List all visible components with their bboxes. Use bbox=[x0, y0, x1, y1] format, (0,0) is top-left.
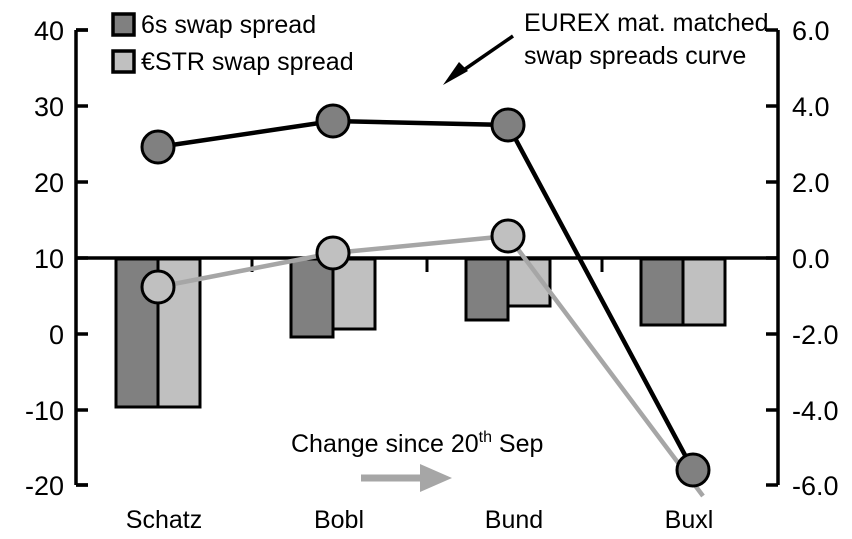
left-axis-tick-label-10: 10 bbox=[34, 244, 64, 274]
category-label-bund: Bund bbox=[485, 506, 543, 534]
bar-6s-bobl[interactable] bbox=[289, 257, 335, 339]
annotation-change-since: Change since 20th Sep bbox=[291, 429, 543, 492]
eurex-marker-bund[interactable] bbox=[490, 107, 526, 143]
series-change-since-line bbox=[140, 218, 705, 498]
left-axis-tick-label-minus20: -20 bbox=[25, 471, 64, 501]
change-since-marker-bund[interactable] bbox=[490, 218, 526, 254]
legend-swatch-6s-swap-spread bbox=[111, 12, 136, 37]
bars-group bbox=[114, 257, 727, 409]
legend-swatch-estr-swap-spread bbox=[111, 49, 136, 74]
change-since-tail: Sep bbox=[492, 430, 543, 458]
right-axis-tick-label-2: 2.0 bbox=[792, 168, 830, 198]
left-axis: 40 30 20 10 0 -10 -20 bbox=[25, 16, 88, 501]
eurex-callout-line2: swap spreads curve bbox=[524, 42, 746, 70]
right-axis-tick-label-minus2: -2.0 bbox=[792, 320, 839, 350]
change-since-polyline[interactable] bbox=[157, 233, 705, 498]
left-axis-tick-label-40: 40 bbox=[34, 16, 64, 46]
change-since-marker-schatz[interactable] bbox=[140, 269, 176, 305]
category-labels: Schatz Bobl Bund Buxl bbox=[126, 506, 714, 534]
category-label-buxl: Buxl bbox=[665, 506, 714, 534]
right-axis-tick-label-minus6: -6.0 bbox=[792, 471, 839, 501]
right-axis-tick-label-6: 6.0 bbox=[792, 16, 830, 46]
eurex-callout-line1: EUREX mat. matched bbox=[524, 9, 769, 37]
eurex-curve-polyline[interactable] bbox=[157, 118, 695, 472]
right-axis-tick-label-4: 4.0 bbox=[792, 92, 830, 122]
change-since-arrow-head bbox=[420, 464, 452, 492]
left-axis-tick-label-minus10: -10 bbox=[25, 396, 64, 426]
bar-6s-bund[interactable] bbox=[464, 257, 510, 322]
left-axis-tick-label-30: 30 bbox=[34, 92, 64, 122]
annotation-eurex-callout: EUREX mat. matched swap spreads curve bbox=[443, 9, 769, 85]
eurex-marker-bobl[interactable] bbox=[315, 103, 351, 139]
eurex-marker-buxl[interactable] bbox=[675, 452, 711, 488]
change-since-main: Change since 20 bbox=[291, 430, 479, 458]
legend-label-6s-swap-spread[interactable]: 6s swap spread bbox=[141, 11, 316, 39]
bar-estr-bobl[interactable] bbox=[331, 257, 377, 331]
change-since-marker-bobl[interactable] bbox=[315, 235, 351, 271]
left-axis-tick-label-20: 20 bbox=[34, 168, 64, 198]
eurex-callout-arrow-head bbox=[443, 62, 468, 85]
right-axis-tick-label-0: 0.0 bbox=[792, 244, 830, 274]
bar-6s-buxl[interactable] bbox=[639, 257, 685, 327]
right-axis-tick-label-minus4: -4.0 bbox=[792, 396, 839, 426]
bar-estr-buxl[interactable] bbox=[681, 257, 727, 327]
change-since-superscript: th bbox=[479, 429, 492, 446]
left-axis-tick-label-0: 0 bbox=[49, 320, 64, 350]
category-label-schatz: Schatz bbox=[126, 506, 202, 534]
chart-legend: 6s swap spread €STR swap spread bbox=[111, 11, 354, 76]
legend-label-estr-swap-spread[interactable]: €STR swap spread bbox=[141, 48, 354, 76]
eurex-marker-schatz[interactable] bbox=[140, 129, 176, 165]
series-eurex-curve bbox=[140, 103, 711, 488]
category-label-bobl: Bobl bbox=[314, 506, 364, 534]
change-since-label: Change since 20th Sep bbox=[291, 429, 543, 458]
